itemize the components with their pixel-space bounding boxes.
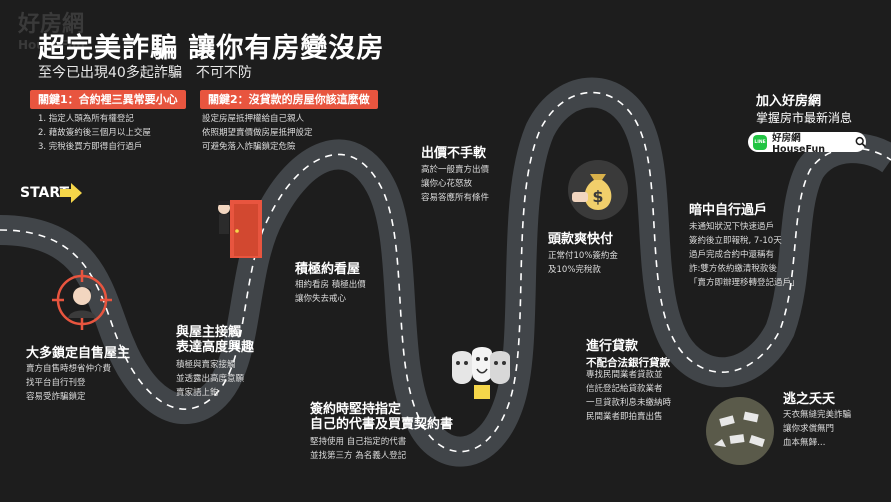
step6-desc: 正常付10%簽約金 及10%完稅款	[548, 249, 618, 277]
key2-badge: 關鍵2：沒貸款的房屋你該這麼做	[200, 90, 378, 109]
step7-desc: 專找民間業者貸款並 信託登記給貸款業者 一旦貸款利息未繳納時 民間業者即拍賣出售	[586, 368, 671, 424]
step4-desc: 堅持使用 自己指定的代書 並找第三方 為名義人登記	[310, 435, 406, 463]
step1-line: 找平台自行刊登	[26, 378, 86, 388]
start-arrow-icon	[60, 183, 82, 203]
step8-line: 「賣方即辦理移轉登記過戶」	[689, 278, 800, 288]
step6-line: 及10%完稅款	[548, 265, 601, 275]
flying-money-icon	[706, 397, 774, 465]
key1-item: 2. 藉故簽約後三個月以上交屋	[38, 128, 151, 138]
step2-line: 賣家語上鉤	[176, 388, 219, 398]
target-person-icon	[52, 270, 112, 330]
door-icon	[218, 200, 262, 258]
page-title: 超完美詐騙 讓你有房變沒房	[38, 33, 385, 64]
step1-desc: 賣方自售時想省仲介費 找平台自行刊登 容易受詐騙鎖定	[26, 362, 111, 404]
start-label: START	[20, 185, 70, 201]
watermark-logo-en: HouseFun	[18, 38, 85, 52]
dollar-sign-icon: $	[592, 187, 603, 206]
key1-item: 3. 完稅後買方即得自行過戶	[38, 142, 143, 152]
step8-line: 未通知狀況下快速過戶	[689, 222, 775, 232]
line-app-icon: LINE	[753, 134, 768, 150]
step9-title: 逃之夭夭	[783, 392, 836, 407]
step4-line: 並找第三方 為名義人登記	[310, 451, 407, 461]
step6-title: 頭款爽快付	[548, 232, 614, 247]
step5-desc: 高於一般賣方出價 讓你心花怒放 容易答應所有條件	[421, 163, 489, 205]
watermark-logo: 好房網	[18, 12, 85, 37]
step6-line: 正常付10%簽約金	[548, 251, 618, 261]
page-subtitle: 至今已出現40多起詐騙 不可不防	[38, 65, 252, 81]
step4-title: 簽約時堅持指定 自己的代書及買賣契約書	[310, 402, 454, 432]
step9-desc: 天衣無縫完美詐騙 讓你求償無門 血本無歸…	[783, 408, 851, 450]
search-icon	[855, 136, 866, 148]
step7-subtitle: 不配合法銀行貸款	[586, 357, 670, 369]
step9-line: 天衣無縫完美詐騙	[783, 410, 852, 420]
step3-title: 積極約看屋	[295, 262, 361, 277]
step2-line: 並透露出高度意願	[176, 374, 245, 384]
step8-desc: 未通知狀況下快速過戶 簽約後立即報稅, 7-10天 過戶完成合約中還稱有 詐:雙…	[689, 220, 800, 290]
line-badge-label: 好房網HouseFun	[772, 132, 825, 155]
step7-line: 一旦貸款利息未繳納時	[586, 398, 672, 408]
step7-title: 進行貸款	[586, 339, 639, 354]
step3-line: 讓你失去戒心	[295, 294, 347, 304]
step7-line: 信託登記給貸款業者	[586, 384, 663, 394]
step3-desc: 相約看房 積極出價 讓你失去戒心	[295, 278, 366, 306]
money-bag-icon: $	[568, 160, 628, 220]
key2-item: 依照期望賣價做房屋抵押設定	[202, 128, 313, 138]
step9-line: 讓你求償無門	[783, 424, 835, 434]
step8-line: 簽約後立即報稅, 7-10天	[689, 236, 782, 246]
step8-line: 過戶完成合約中還稱有	[689, 250, 775, 260]
step1-line: 賣方自售時想省仲介費	[26, 364, 112, 374]
step3-line: 相約看房 積極出價	[295, 280, 366, 290]
key2-item: 可避免落入詐騙鎖定危險	[202, 142, 296, 152]
cta-line1: 加入好房網	[756, 94, 822, 109]
masks-icon	[452, 347, 510, 399]
step1-line: 容易受詐騙鎖定	[26, 392, 86, 402]
key2-list: 設定房屋抵押權給自己親人 依照期望賣價做房屋抵押設定 可避免落入詐騙鎖定危險	[202, 112, 313, 154]
key2-item: 設定房屋抵押權給自己親人	[202, 114, 305, 124]
step2-line: 積極與賣家接觸	[176, 360, 236, 370]
step5-line: 讓你心花怒放	[421, 179, 473, 189]
cta-line2: 掌握房市最新消息	[756, 111, 853, 125]
step7-line: 專找民間業者貸款並	[586, 370, 663, 380]
step7-line: 民間業者即拍賣出售	[586, 412, 663, 422]
key1-badge: 關鍵1：合約裡三異常要小心	[30, 90, 186, 109]
step2-title: 與屋主接觸 表達高度興趣	[176, 325, 255, 355]
step9-line: 血本無歸…	[783, 438, 826, 448]
line-housefun-badge[interactable]: LINE 好房網HouseFun	[748, 132, 866, 155]
key1-list: 1. 指定人頭為所有權登記 2. 藉故簽約後三個月以上交屋 3. 完稅後買方即得…	[38, 112, 151, 154]
step8-title: 暗中自行過戶	[689, 203, 768, 218]
step4-line: 堅持使用 自己指定的代書	[310, 437, 407, 447]
step5-line: 容易答應所有條件	[421, 193, 490, 203]
key1-item: 1. 指定人頭為所有權登記	[38, 114, 134, 124]
step5-title: 出價不手軟	[421, 146, 487, 161]
step1-title: 大多鎖定自售屋主	[26, 346, 131, 361]
step8-line: 詐:雙方依約繳清稅款後	[689, 264, 777, 274]
step5-line: 高於一般賣方出價	[421, 165, 490, 175]
road-center-line	[0, 91, 891, 453]
step2-desc: 積極與賣家接觸 並透露出高度意願 賣家語上鉤	[176, 358, 244, 400]
